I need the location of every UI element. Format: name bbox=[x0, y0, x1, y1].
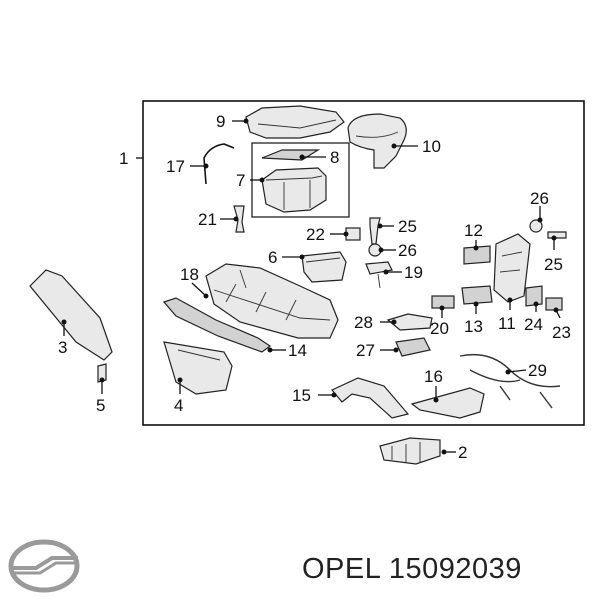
callout-22: 22 bbox=[306, 225, 325, 244]
callout-14: 14 bbox=[288, 341, 307, 360]
callout-26-right: 26 bbox=[530, 189, 549, 208]
part-9-trim-panel bbox=[245, 105, 345, 139]
part-29-wire-harness bbox=[459, 353, 561, 409]
callout-5: 5 bbox=[96, 396, 105, 415]
callout-20: 20 bbox=[430, 319, 449, 338]
part-number-caption: OPEL 15092039 bbox=[302, 553, 522, 586]
part-14-trim-strip bbox=[162, 297, 272, 353]
callout-17: 17 bbox=[166, 157, 185, 176]
callout-8: 8 bbox=[330, 148, 339, 167]
callout-25-right: 25 bbox=[544, 255, 563, 274]
part-3-outer-panel bbox=[29, 269, 113, 361]
part-6-cup-tray bbox=[301, 251, 347, 283]
callout-12: 12 bbox=[464, 221, 483, 240]
callout-21: 21 bbox=[198, 210, 217, 229]
part-23-switch bbox=[545, 297, 563, 311]
opel-logo-icon bbox=[8, 539, 80, 593]
callout-2: 2 bbox=[458, 443, 467, 462]
callout-6: 6 bbox=[268, 248, 277, 267]
part-number: 15092039 bbox=[388, 553, 522, 585]
part-15-rail bbox=[331, 377, 410, 419]
callout-29: 29 bbox=[528, 361, 547, 380]
callout-16: 16 bbox=[424, 367, 443, 386]
callout-10: 10 bbox=[422, 137, 441, 156]
callout-9: 9 bbox=[216, 112, 225, 131]
callout-27: 27 bbox=[356, 341, 375, 360]
part-25-bolt bbox=[547, 231, 567, 239]
callout-15: 15 bbox=[292, 386, 311, 405]
part-26-button bbox=[529, 219, 543, 233]
part-18-console-body bbox=[205, 263, 339, 339]
part-24-switch bbox=[525, 285, 543, 307]
part-25-fastener bbox=[369, 217, 381, 245]
callout-13: 13 bbox=[464, 317, 483, 336]
callout-23: 23 bbox=[552, 323, 571, 342]
part-5-clip bbox=[97, 363, 107, 383]
callout-24: 24 bbox=[524, 315, 543, 334]
callout-7: 7 bbox=[236, 171, 245, 190]
callout-11: 11 bbox=[498, 314, 516, 333]
assembly-frame bbox=[142, 100, 585, 426]
part-11-bezel bbox=[493, 233, 531, 303]
part-28-bracket bbox=[386, 313, 433, 331]
callout-19: 19 bbox=[404, 263, 423, 282]
callout-1: 1 bbox=[119, 149, 128, 168]
callout-4: 4 bbox=[174, 396, 183, 415]
callout-28: 28 bbox=[354, 313, 373, 332]
leader-lines bbox=[61, 118, 561, 455]
part-4-side-panel bbox=[163, 341, 233, 395]
callout-18: 18 bbox=[180, 265, 199, 284]
callout-26-center: 26 bbox=[398, 241, 417, 260]
part-10-armrest-lid bbox=[347, 113, 407, 169]
callout-3: 3 bbox=[58, 338, 67, 357]
part-12-vent bbox=[463, 245, 491, 265]
part-13-switch-panel bbox=[461, 285, 493, 305]
part-16-rail bbox=[410, 387, 485, 419]
brand-name: OPEL bbox=[302, 553, 381, 585]
part-27-control-module bbox=[395, 337, 431, 357]
callout-25-upper: 25 bbox=[398, 217, 417, 236]
part-2-base-bracket bbox=[379, 437, 441, 465]
part-7-storage-bin bbox=[261, 167, 327, 213]
part-8-mat bbox=[261, 149, 321, 161]
part-17-bracket bbox=[203, 143, 235, 185]
callout-labels: 1 2 3 4 5 6 7 8 9 10 11 12 13 14 15 16 1… bbox=[58, 112, 571, 462]
